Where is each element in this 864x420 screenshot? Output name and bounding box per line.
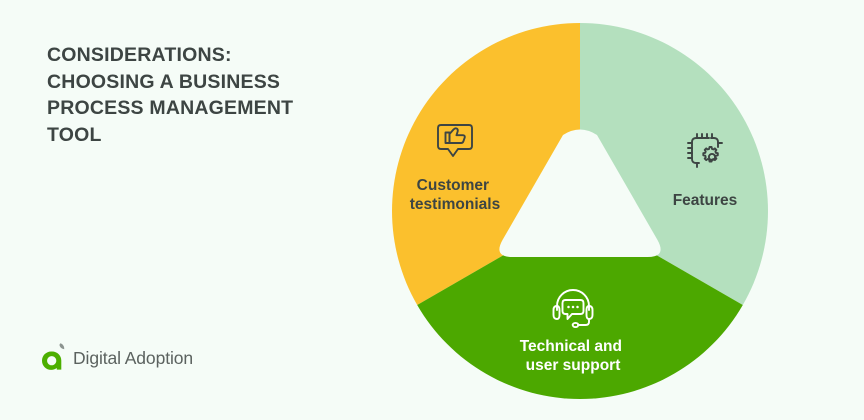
label-line: Technical and [520,338,622,355]
pie-chart: Customer testimonials [380,18,780,418]
pie-slice-technical-and-user-support[interactable] [417,211,743,399]
label-line: Customer [417,177,489,194]
label-line: testimonials [410,196,500,213]
center-triangle-cutout [499,129,661,257]
page-title: Considerations: Choosing a business proc… [47,44,294,147]
brand-logo: Digital Adoption [38,342,193,374]
pie-slice-label-technical-and-user-support: Technical and user support [520,338,627,374]
headset-support-icon [552,289,594,329]
pie-chart-svg: Customer testimonials [392,23,768,399]
pie-slice-label-customer-testimonials: Customer testimonials [410,177,500,213]
label-line: Features [673,192,738,209]
pie-slice-label-features: Features [673,192,738,209]
digital-adoption-logo-icon [42,343,65,370]
brand-logo-text: Digital Adoption [73,347,194,368]
chip-gear-icon [687,133,723,168]
label-line: user support [526,357,621,374]
thumbs-up-speech-bubble-icon [437,124,473,157]
